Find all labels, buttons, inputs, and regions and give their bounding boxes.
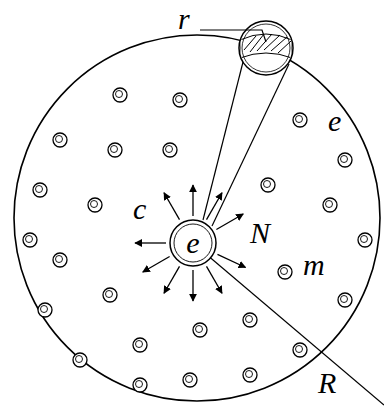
particles [23,88,372,392]
charge-sphere: e [169,219,217,267]
particle [133,378,147,392]
particle [323,198,337,212]
particle [361,236,368,243]
view-line [212,64,289,226]
particle [341,156,348,163]
velocity-arrow [216,214,243,230]
radius-line [193,243,384,405]
particle [108,143,122,157]
particle [166,146,173,153]
velocity-arrows [135,185,246,301]
particle [173,93,187,107]
particle [53,253,67,267]
particle [53,133,67,147]
mass-label: m [303,250,325,280]
speed-label: c [133,194,146,224]
particle [196,326,203,333]
particle [26,236,33,243]
hatching [240,34,292,58]
particle [338,293,352,307]
particle [341,296,348,303]
particle [246,371,253,378]
particle [186,376,193,383]
particle [246,316,253,323]
magnified-particle [242,24,290,72]
particle [136,381,143,388]
particle [91,201,98,208]
particle [183,373,197,387]
count-label: N [250,218,270,248]
particle [338,153,352,167]
particle [243,368,257,382]
particle [281,268,288,275]
particle [33,183,47,197]
particle [111,146,118,153]
particle [23,233,37,247]
particle [163,143,177,157]
particle [296,346,303,353]
velocity-arrow [143,257,170,273]
velocity-arrow [192,185,193,216]
radius-label: R [318,368,336,398]
particle [41,306,48,313]
particle [38,303,52,317]
particle [103,288,117,302]
particle [326,201,333,208]
charge-symbol: e [169,219,217,267]
particle [278,265,292,279]
velocity-arrow [192,270,193,301]
velocity-arrow [207,266,223,293]
particle [56,256,63,263]
particle [88,198,102,212]
particle [243,313,257,327]
particle [293,343,307,357]
particle [264,181,271,188]
particle [293,113,307,127]
particle [36,186,43,193]
particle [193,323,207,337]
leader-line [200,30,266,42]
radius-label: r [178,4,190,34]
container-circle [14,35,380,401]
charge-label: e [328,106,341,136]
particle [76,356,83,363]
particle [133,338,147,352]
particle [176,96,183,103]
particle [296,116,303,123]
view-line [203,62,243,220]
particle [116,91,123,98]
velocity-arrow [217,254,245,267]
velocity-arrow [164,266,180,293]
particle [56,136,63,143]
particle [113,88,127,102]
velocity-arrow [135,242,166,243]
particle [73,353,87,367]
particle [358,233,372,247]
particle [106,291,113,298]
magnified-particle [239,21,293,75]
velocity-arrow [164,193,180,220]
particle [136,341,143,348]
particle [261,178,275,192]
